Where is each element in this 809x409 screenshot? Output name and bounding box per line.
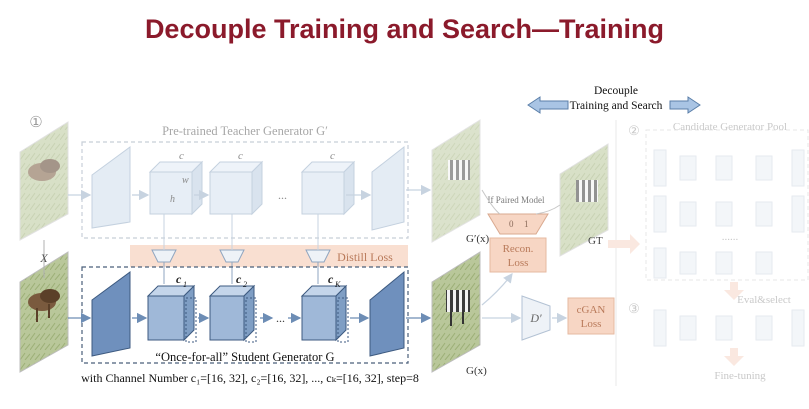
- input-image-teacher: [19, 121, 69, 241]
- channel-number-caption: with Channel Number c₁=[16, 32], c₂=[16,…: [81, 371, 419, 385]
- candidate-pool-label: Candidate Generator Pool: [673, 121, 787, 133]
- step-3-marker: ③: [628, 301, 640, 316]
- gt-label: GT: [588, 235, 603, 247]
- decouple-line-1: Decouple: [594, 85, 638, 97]
- switch-0: 0: [509, 219, 514, 229]
- student-dim-c1: c: [176, 272, 182, 286]
- teacher-dim-c-1: c: [179, 150, 184, 162]
- gt-to-switch-link: [535, 204, 561, 215]
- x-label: X: [39, 251, 48, 265]
- student-feature-block-2: [208, 284, 257, 343]
- pool-ellipsis: ......: [722, 231, 739, 243]
- decouple-left-arrow-icon: [527, 96, 569, 114]
- teacher-feature-block-1: [148, 160, 204, 216]
- step-1-marker: ①: [29, 115, 42, 131]
- teacher-feature-block-2: [208, 160, 264, 216]
- fine-tuning-label: Fine-tuning: [714, 370, 766, 382]
- teacher-to-switch-link: [481, 189, 501, 215]
- teacher-input-block: [91, 146, 131, 229]
- teacher-generator-label: Pre-trained Teacher Generator G′: [162, 124, 328, 138]
- teacher-dim-c-3: c: [330, 150, 335, 162]
- search-stage-faded: [608, 120, 809, 386]
- slide-title: Decouple Training and Search—Training: [144, 14, 665, 44]
- teacher-output-label: G′(x): [466, 233, 490, 245]
- student-output-label: G(x): [466, 365, 487, 377]
- teacher-dim-h: h: [170, 194, 175, 205]
- distill-adapter-2: [219, 214, 245, 284]
- teacher-output-image: [431, 119, 481, 243]
- student-dim-ck: c: [328, 272, 334, 286]
- teacher-dim-c-2: c: [238, 150, 243, 162]
- decouple-right-arrow-icon: [669, 96, 701, 114]
- cgan-loss-line-1: cGAN: [577, 304, 606, 316]
- discriminator-label: D′: [529, 311, 542, 325]
- step-2-marker: ②: [628, 123, 640, 138]
- recon-loss-line-1: Recon.: [503, 243, 534, 255]
- student-to-recon-link: [481, 273, 513, 306]
- teacher-output-block: [371, 145, 405, 231]
- recon-loss-box: [489, 237, 547, 273]
- student-dim-c2: c: [236, 272, 242, 286]
- distill-adapter-1: [151, 214, 177, 284]
- decouple-line-2: Training and Search: [570, 100, 663, 112]
- cgan-loss-box: [567, 297, 615, 335]
- eval-select-label: Eval&select: [737, 294, 791, 306]
- if-paired-model-label: If Paired Model: [488, 195, 545, 205]
- switch-1: 1: [524, 219, 529, 229]
- discriminator-block: [521, 295, 551, 341]
- student-ellipsis: ...: [276, 311, 285, 325]
- student-feature-block-k: [300, 284, 349, 343]
- teacher-feature-block-k: [300, 160, 356, 216]
- recon-loss-line-2: Loss: [508, 257, 529, 269]
- paired-switch: [487, 213, 549, 235]
- cgan-loss-line-2: Loss: [581, 318, 602, 330]
- student-dim-c2-sub: 2: [243, 280, 247, 289]
- input-image-student: [19, 251, 69, 373]
- distill-loss-band: [130, 245, 408, 267]
- student-input-block: [91, 271, 131, 357]
- gt-image: [559, 143, 609, 257]
- teacher-dim-w: w: [182, 175, 189, 186]
- student-dim-c1-sub: 1: [183, 280, 187, 289]
- distill-adapter-k: [305, 214, 331, 284]
- distill-loss-label: Distill Loss: [337, 250, 393, 264]
- student-dim-ck-sub: K: [334, 280, 341, 289]
- teacher-ellipsis: ...: [278, 188, 287, 202]
- student-generator-box: [81, 266, 409, 364]
- student-generator-label: “Once-for-all” Student Generator G: [155, 350, 334, 364]
- student-feature-block-1: [146, 284, 197, 343]
- student-output-block: [369, 270, 405, 357]
- student-output-image: [431, 251, 481, 373]
